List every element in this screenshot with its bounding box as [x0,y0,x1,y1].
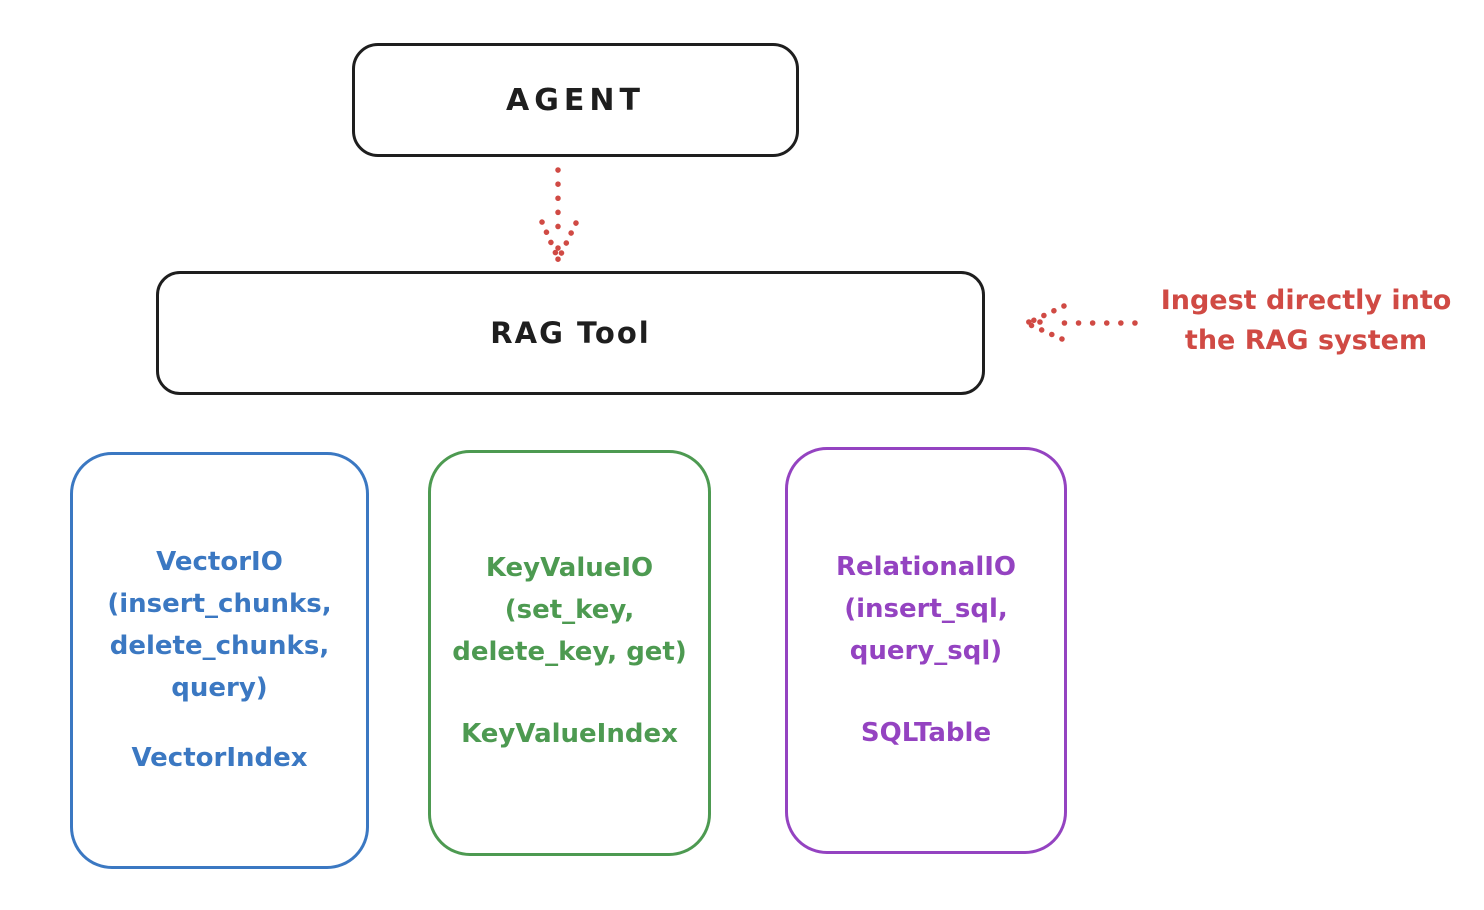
sql-table-label: SQLTable [860,718,992,748]
vector-io-card: VectorIO (insert_chunks, delete_chunks, … [70,452,369,869]
agent-node: AGENT [352,43,799,157]
relational-io-card: RelationalIO (insert_sql, query_sql) SQL… [785,447,1067,854]
ingest-annotation: Ingest directly into the RAG system [1160,285,1452,356]
key-value-io-card: KeyValueIO (set_key, delete_key, get) Ke… [428,450,711,856]
rag-tool-node: RAG Tool [156,271,985,395]
agent-node-label: AGENT [506,82,645,118]
annotation-to-ragtool-arrow [1021,303,1138,342]
relational-io-methods: RelationalIO (insert_sql, query_sql) [835,552,1017,666]
vector-io-methods: VectorIO (insert_chunks, delete_chunks, … [107,547,332,703]
vector-index-label: VectorIndex [131,743,308,773]
rag-tool-node-label: RAG Tool [490,316,651,350]
agent-to-ragtool-arrow [539,167,579,265]
key-value-io-methods: KeyValueIO (set_key, delete_key, get) [452,553,687,667]
key-value-index-label: KeyValueIndex [461,719,678,749]
